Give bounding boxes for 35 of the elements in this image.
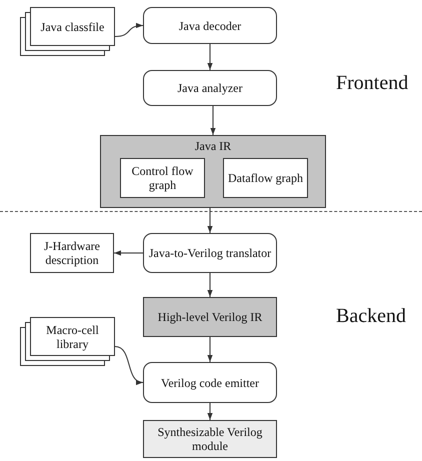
process-box	[143, 362, 277, 403]
output-box	[143, 420, 277, 458]
node-label: Java decoder	[178, 18, 242, 32]
node-label: Control flow graph	[130, 164, 194, 192]
node-label: Java analyzer	[178, 81, 242, 95]
arrow	[114, 346, 144, 384]
node-label: Verilog code emitter	[161, 376, 259, 390]
arrow	[207, 402, 213, 420]
document-stack	[20, 317, 115, 366]
arrow	[114, 23, 144, 37]
arrow	[207, 336, 213, 362]
data-box	[223, 158, 308, 198]
arrow	[114, 250, 144, 256]
node-label: Java IR	[194, 138, 232, 153]
document-stack	[20, 7, 115, 56]
section-label: Backend	[336, 305, 406, 328]
process-box	[143, 233, 277, 273]
arrow	[210, 106, 216, 136]
arrow	[207, 44, 213, 70]
node-label: High-level Verilog IR	[158, 310, 262, 324]
data-box	[143, 297, 277, 337]
node-label: Java-to-Verilog translator	[148, 246, 272, 260]
node-label: Synthesizable Verilog module	[156, 425, 264, 453]
section-label: Frontend	[336, 72, 408, 95]
container-box	[100, 135, 326, 208]
data-box	[120, 158, 205, 198]
process-box	[143, 70, 277, 106]
node-label: Java classfile	[40, 20, 104, 34]
data-box	[30, 233, 114, 273]
process-box	[143, 7, 277, 44]
arrow	[207, 272, 213, 298]
node-label: J-Hardware description	[43, 239, 101, 267]
node-label: Dataflow graph	[228, 171, 303, 185]
node-label: Macro-cell library	[45, 322, 100, 350]
arrow	[207, 208, 213, 234]
